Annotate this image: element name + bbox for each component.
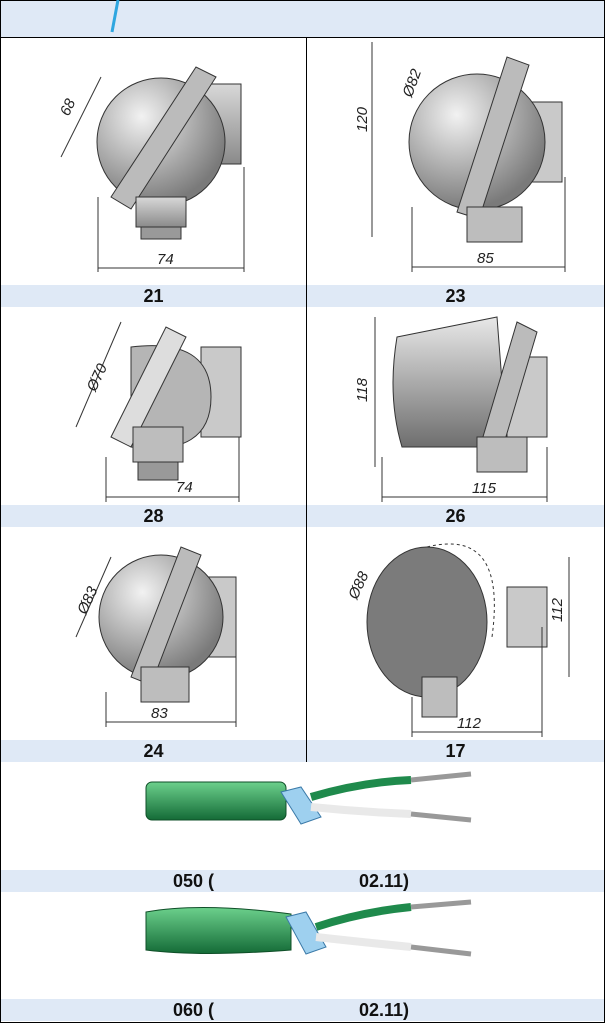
dim-label: Ø82 [399,66,425,100]
dim-label: 112 [457,715,482,732]
housing-cell-21: 68 74 21 [1,37,307,307]
dim-label: 68 [57,96,80,119]
housing-drawing-28: Ø70 74 [75,321,242,502]
housing-caption: 26 [307,505,604,527]
cable-caption-right: 02.11) [359,871,410,891]
housing-code: 17 [445,741,466,761]
cable-caption: 060 ( 02.11) [1,999,604,1021]
housing-code: 26 [445,506,466,526]
housing-cell-23: 120 Ø82 85 23 [307,37,604,307]
housing-code: 28 [143,506,164,526]
housing-code: 24 [143,741,164,761]
housing-cell-24: Ø83 83 24 [1,527,307,762]
cable-caption-right: 02.11) [359,1000,410,1020]
housing-drawing-24: Ø83 83 [74,546,237,727]
housing-caption: 28 [1,505,306,527]
dim-label: 83 [151,705,168,722]
cable-caption-left: 060 ( [173,1000,215,1020]
housing-code: 21 [143,286,164,306]
cable-caption: 050 ( 02.11) [1,870,604,892]
cable-drawing-060 [145,899,472,957]
housing-cell-17: Ø88 112 112 17 [307,527,604,762]
dim-label: 112 [549,597,566,622]
dim-label: 74 [157,251,174,268]
housing-cell-28: Ø70 74 28 [1,307,307,527]
housing-drawing-21: 68 74 [57,66,245,272]
housing-drawing-23: 120 Ø82 85 [354,42,566,272]
cable-caption-left: 050 ( [173,871,215,891]
header-band [1,1,604,38]
housing-drawing-17: Ø88 112 112 [345,543,570,737]
dim-label: 120 [354,106,371,132]
dim-label: 118 [354,377,371,402]
dim-label: Ø88 [345,569,373,603]
housing-caption: 21 [1,285,306,307]
dim-label: 74 [176,479,193,496]
housing-drawing-26: 118 115 [354,316,548,502]
housing-caption: 17 [307,740,604,762]
cable-cell-060: 060 ( 02.11) [1,892,604,1021]
dim-label: 115 [472,480,497,497]
dim-label: 85 [477,250,494,267]
cable-drawing-050 [145,771,472,825]
housing-code: 23 [445,286,466,306]
cable-cell-050: 050 ( 02.11) [1,762,604,892]
header-pen-mark [110,0,120,33]
housing-caption: 24 [1,740,306,762]
housing-cell-26: 118 115 26 [307,307,604,527]
dim-label: Ø70 [83,361,111,395]
housing-caption: 23 [307,285,604,307]
